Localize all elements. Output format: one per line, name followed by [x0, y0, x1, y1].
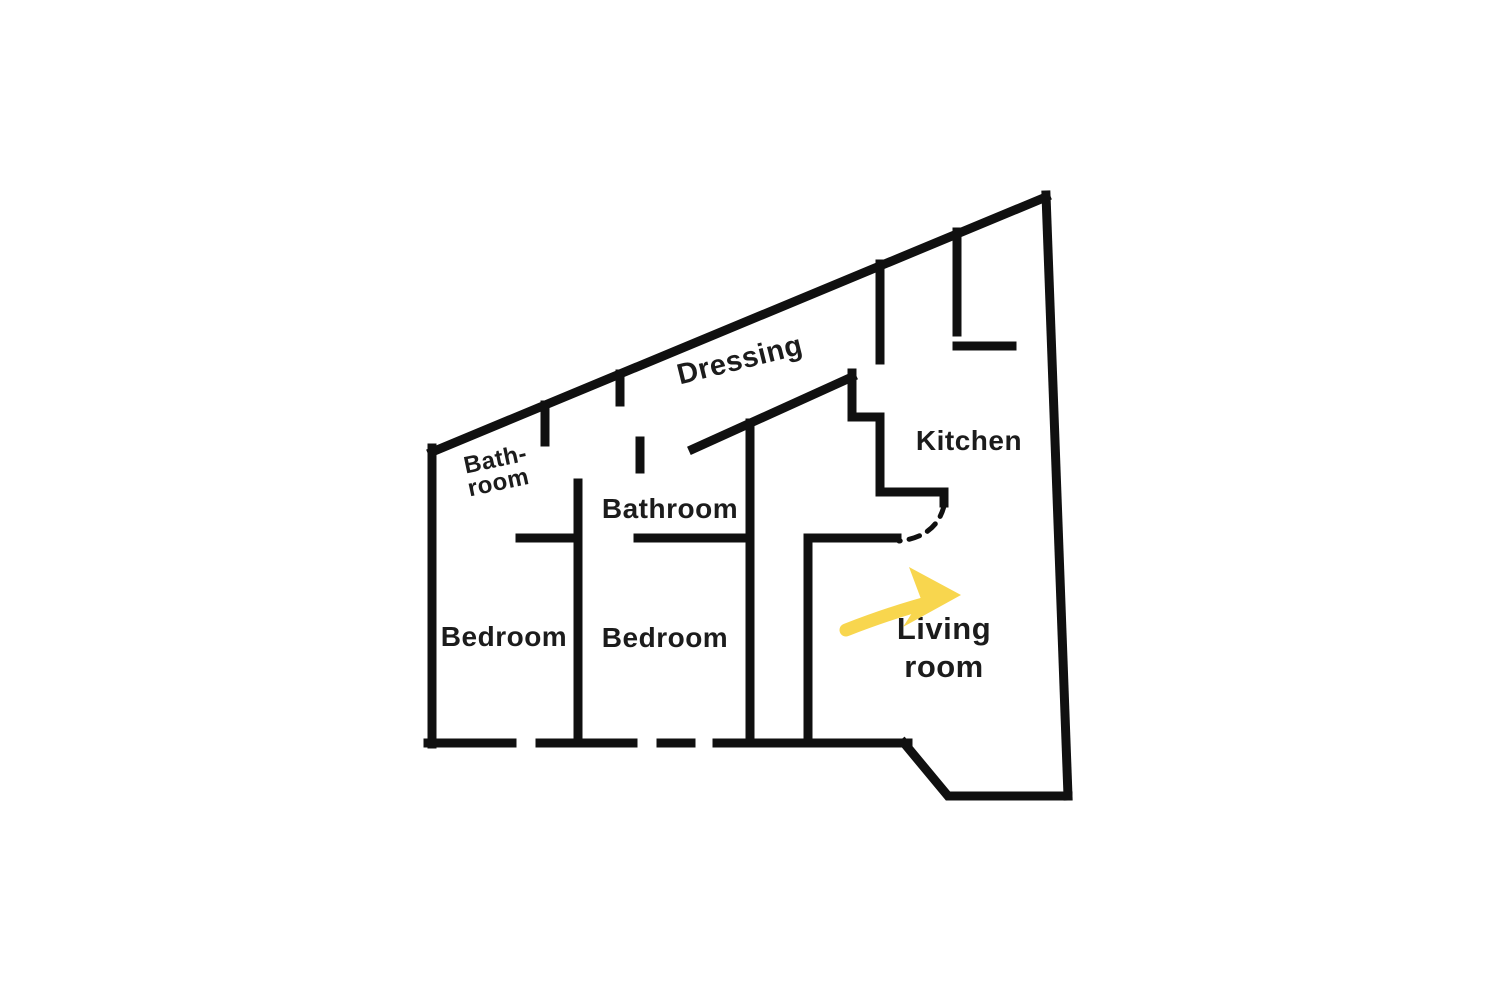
dressing-diagonal-wall	[687, 371, 858, 455]
room-labels: Bath- room Dressing Kitchen Bathroom Bed…	[441, 329, 1022, 684]
label-bathroom: Bathroom	[602, 493, 738, 524]
label-bedroom-right: Bedroom	[602, 622, 728, 653]
direction-arrow-icon	[839, 567, 961, 637]
label-living-room-line2: room	[904, 649, 984, 684]
outer-wall-bottom-right	[897, 736, 1073, 801]
label-kitchen: Kitchen	[916, 425, 1022, 456]
outer-wall-right	[1041, 190, 1073, 801]
kitchen-left-wall	[847, 368, 949, 508]
direction-arrow-head	[903, 567, 961, 627]
walls	[423, 190, 1073, 801]
label-bedroom-left: Bedroom	[441, 621, 567, 652]
outer-wall-top-diagonal	[426, 191, 1052, 458]
kitchen-door-swing	[896, 503, 947, 544]
living-room-wall	[803, 533, 902, 748]
